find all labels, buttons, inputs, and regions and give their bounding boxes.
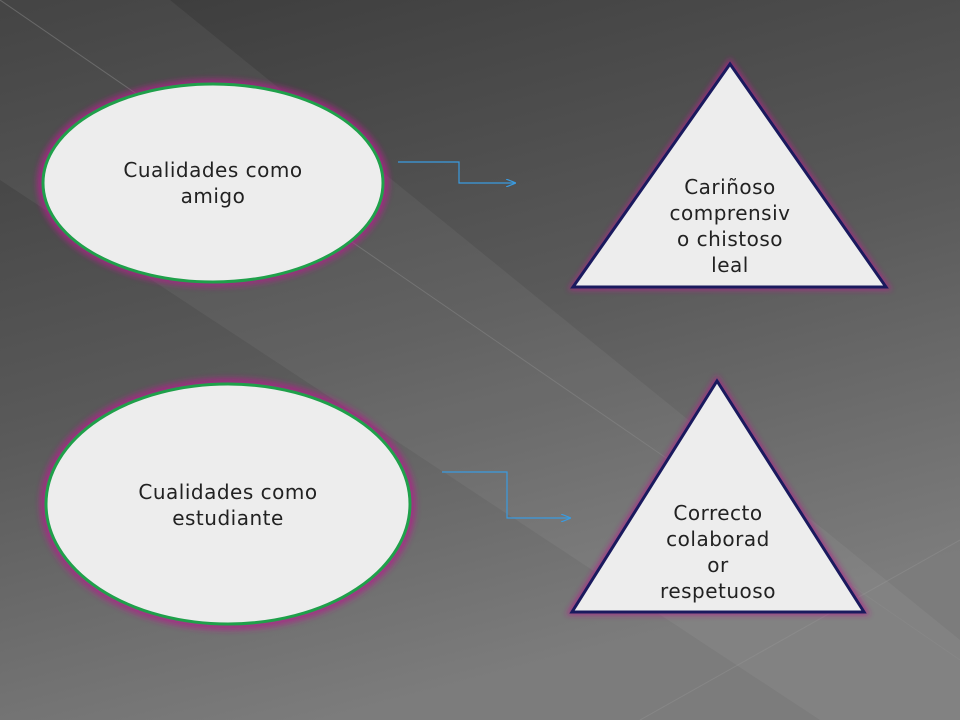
ellipse-cualidades-amigo[interactable]	[41, 82, 385, 284]
triangle-cualidades-estudiante[interactable]	[569, 378, 867, 614]
connector-arrow-estudiante	[442, 471, 570, 518]
ellipse-cualidades-estudiante[interactable]	[44, 382, 412, 626]
background-streak-secondary	[639, 539, 960, 720]
triangle-cualidades-amigo[interactable]	[570, 61, 889, 289]
connector-arrow-amigo	[398, 161, 515, 183]
